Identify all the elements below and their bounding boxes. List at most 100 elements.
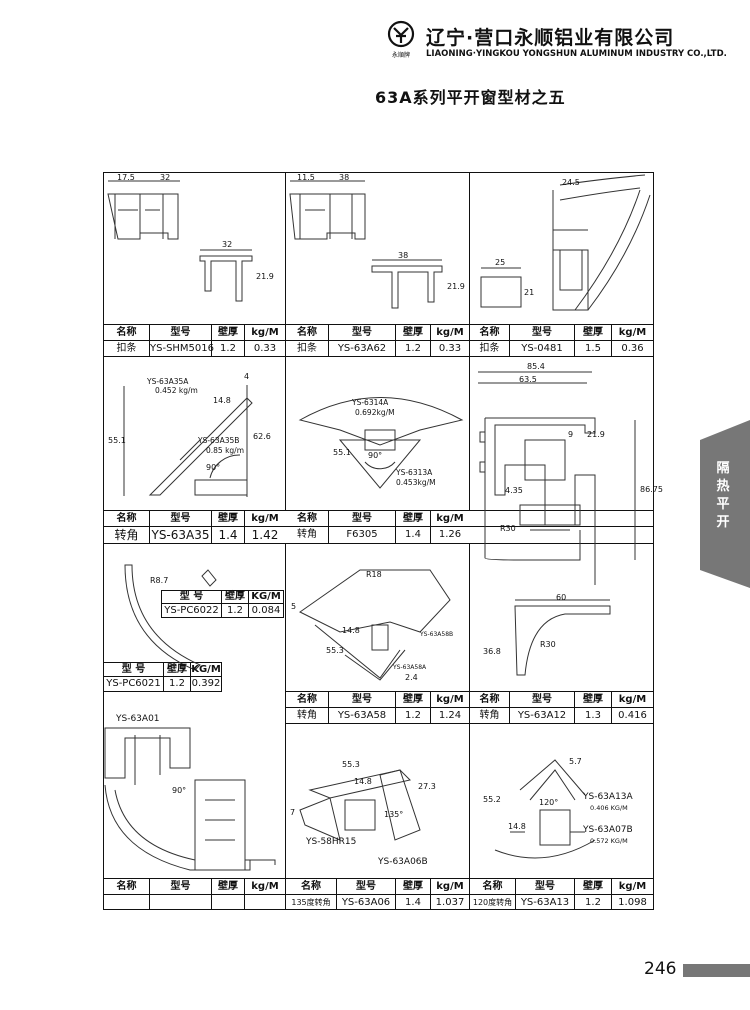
r3c2-header-name: 名称	[297, 694, 317, 705]
r2c1-thickness: 1.4	[218, 528, 238, 542]
r4c3-header-weight: kg/M	[618, 881, 647, 892]
dim-label: 11.5	[297, 173, 315, 182]
side-tab: 隔热平开	[700, 420, 750, 588]
r2c1-weight: 1.42	[251, 528, 279, 542]
dim-label: 21.9	[587, 430, 605, 439]
r3c3-thickness: 1.3	[585, 710, 601, 721]
r4c2-header-model: 型号	[356, 881, 376, 892]
callout-label: YS-58HR15	[306, 837, 357, 847]
callout-label: 0.452 kg/m	[155, 386, 198, 395]
callout-label: YS-63A13A	[583, 792, 633, 802]
dim-label: 5.7	[569, 757, 582, 766]
dim-label: 32	[222, 240, 233, 249]
pc6022-header-model: 型 号	[179, 591, 204, 602]
dim-label: 85.4	[527, 362, 545, 371]
dim-label: 55.1	[108, 436, 126, 445]
callout-label: YS-63A58B	[420, 631, 454, 638]
r1c1-header-model: 型号	[170, 327, 191, 338]
r1c1-weight: 0.33	[253, 343, 277, 354]
company-header: 永順牌 辽宁·营口永顺铝业有限公司 LIAONING·YINGKOU YONGS…	[370, 18, 730, 78]
pc6022-weight: 0.084	[251, 605, 281, 616]
r1c1-name: 扣条	[116, 343, 137, 354]
dim-label: 21	[524, 288, 535, 297]
r2c2-header-name: 名称	[297, 513, 317, 524]
dim-label: 14.8	[342, 626, 360, 635]
profile-drawings	[104, 174, 651, 871]
pc6021-header-thickness: 壁厚	[167, 664, 187, 675]
pc6022-thickness: 1.2	[227, 605, 243, 616]
r1c3-name: 扣条	[479, 343, 500, 354]
pc6021-thickness: 1.2	[169, 678, 185, 689]
dim-label: 36.8	[483, 647, 501, 656]
callout-label: YS-6314A	[352, 398, 389, 407]
r1c3-thickness: 1.5	[585, 343, 601, 354]
r1c2-header-weight: kg/M	[436, 327, 464, 338]
r2c1-header-weight: kg/M	[251, 513, 279, 524]
dim-label: 2.4	[405, 673, 418, 682]
dim-label: 90°	[206, 463, 221, 472]
dim-label: 25	[495, 258, 506, 267]
r4c2-model: YS-63A06	[341, 897, 391, 908]
callout-label: YS-63A07B	[583, 825, 633, 835]
callout-label: 0.406 KG/M	[590, 804, 628, 812]
r2c2-header-weight: kg/M	[436, 513, 464, 524]
r4c1-header-weight: kg/M	[251, 881, 279, 892]
r3c3-model: YS-63A12	[517, 710, 567, 721]
callout-label: 0.85 kg/m	[206, 446, 245, 455]
r4c3-header-model: 型号	[535, 881, 555, 892]
r1c3-header-thickness: 壁厚	[583, 327, 603, 338]
page-number-bar	[683, 964, 750, 977]
pc6022-model: YS-PC6022	[164, 605, 219, 616]
callout-label: 0.692kg/M	[355, 408, 395, 417]
r2c1-header-name: 名称	[116, 513, 137, 524]
callout-label: YS-63A35B	[198, 436, 240, 445]
dim-label: 55.3	[342, 760, 360, 769]
r4c2-weight: 1.037	[435, 897, 465, 908]
r1c1-header-thickness: 壁厚	[218, 327, 238, 338]
dim-label: 120°	[539, 798, 559, 807]
r2c2-header-model: 型号	[352, 513, 372, 524]
r2c2-name: 转角	[297, 529, 317, 540]
dim-label: 4	[244, 372, 250, 381]
r3c3-header-model: 型号	[532, 694, 552, 705]
r3c2-weight: 1.24	[438, 710, 462, 721]
dim-label: 90°	[172, 786, 187, 795]
callout-label: YS-6313A	[396, 468, 433, 477]
dim-label: 55.3	[326, 646, 344, 655]
r3c3-header-name: 名称	[479, 694, 500, 705]
r3c2-thickness: 1.2	[405, 710, 421, 721]
r1c1-model: YS-SHM5016	[150, 343, 215, 354]
r1c2-thickness: 1.2	[405, 343, 421, 354]
r1c1-header-name: 名称	[116, 327, 137, 338]
r1c1-thickness: 1.2	[220, 343, 236, 354]
r1c2-name: 扣条	[297, 343, 317, 354]
dim-label: 14.8	[213, 396, 231, 405]
page-title: 63A系列平开窗型材之五	[375, 88, 566, 107]
dim-label: 21.9	[447, 282, 465, 291]
r3c2-model: YS-63A58	[337, 710, 387, 721]
r2c2-thickness: 1.4	[405, 529, 421, 540]
r3c3-weight: 0.416	[618, 710, 647, 721]
dim-label: 4.35	[505, 486, 523, 495]
pc6022-header-thickness: 壁厚	[225, 591, 245, 602]
r1c3-model: YS-0481	[521, 343, 563, 354]
dim-label: 21.9	[256, 272, 274, 281]
r2c1-name: 转角	[114, 528, 139, 542]
r4c3-header-thickness: 壁厚	[583, 881, 603, 892]
dim-label: 17.5	[117, 173, 135, 182]
dim-label: 55.2	[483, 795, 501, 804]
r2c2-header-thickness: 壁厚	[403, 513, 423, 524]
dim-label: R30	[540, 640, 556, 649]
r1c2-header-name: 名称	[297, 327, 317, 338]
r2c1-header-model: 型号	[170, 513, 191, 524]
r2c2-model: F6305	[346, 529, 378, 540]
dim-label: 14.8	[354, 777, 372, 786]
r4c1-header-name: 名称	[116, 881, 137, 892]
callout-label: YS-63A58A	[393, 664, 427, 671]
r4c3-model: YS-63A13	[520, 897, 570, 908]
dim-label: 90°	[368, 451, 383, 460]
r2c1-model: YS-63A35	[151, 528, 210, 542]
r4c3-weight: 1.098	[618, 897, 647, 908]
dim-label: 38	[398, 251, 409, 260]
r1c2-header-model: 型号	[352, 327, 372, 338]
